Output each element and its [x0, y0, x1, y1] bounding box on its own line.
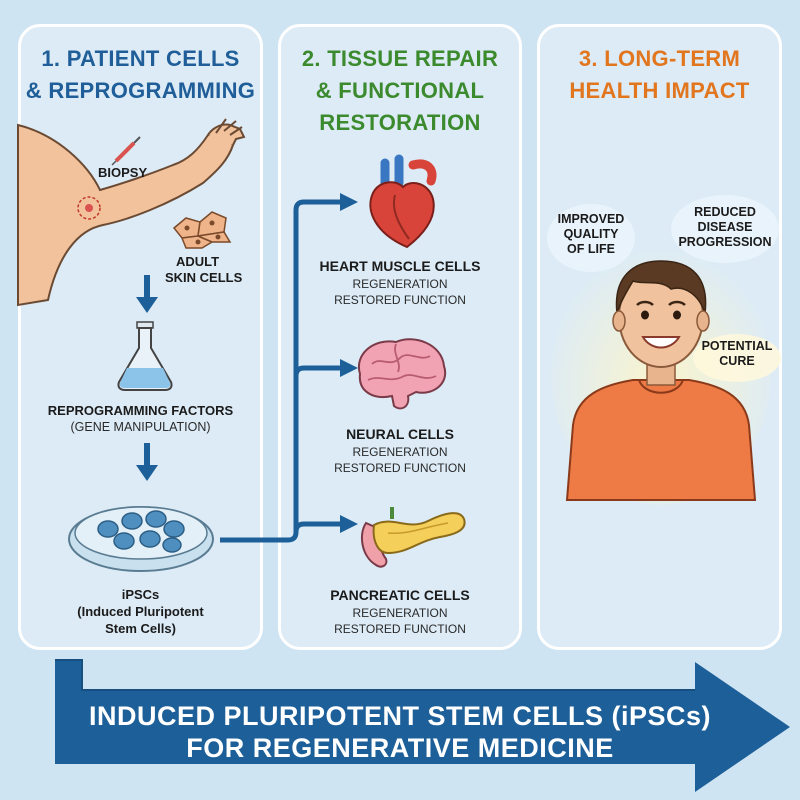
panel2-title-line2: & FUNCTIONAL: [315, 78, 485, 103]
happy-person-illustration: [551, 245, 771, 505]
ipsc-label-line1: iPSCs: [121, 587, 160, 602]
down-arrow-2: [136, 443, 158, 481]
panel1-title-line2: & REPROGRAMMING: [25, 78, 256, 103]
outcome-heart-line2: RESTORED FUNCTION: [334, 293, 466, 307]
heart-icon: [369, 154, 437, 249]
benefit-glow-2: [671, 195, 779, 263]
benefit-disease-line3: PROGRESSION: [678, 235, 772, 249]
outcome-neural-line2: RESTORED FUNCTION: [334, 461, 466, 475]
outcome-pancreatic-title: PANCREATIC CELLS: [330, 587, 470, 603]
arm-illustration: [17, 118, 246, 307]
pancreas-icon: [360, 507, 466, 568]
skin-cells-label-line2: SKIN CELLS: [165, 270, 243, 285]
benefit-glow-3: [693, 334, 781, 382]
outcome-neural-title: NEURAL CELLS: [346, 426, 454, 442]
outcome-neural-line1: REGENERATION: [352, 445, 448, 459]
petri-dish-icon: [68, 506, 214, 572]
branch-arrows: [220, 193, 358, 543]
flask-icon: [117, 321, 173, 391]
outcome-heart-title: HEART MUSCLE CELLS: [319, 258, 481, 274]
gene-manipulation-label: (GENE MANIPULATION): [70, 420, 211, 434]
biopsy-site-icon: [77, 196, 101, 220]
footer-title-line1: INDUCED PLURIPOTENT STEM CELLS (iPSCs): [88, 701, 712, 731]
benefit-disease-line1: REDUCED: [694, 205, 756, 219]
ipsc-label-line2: (Induced Pluripotent: [77, 604, 204, 619]
syringe-icon: [111, 136, 141, 166]
reprogramming-factors-label: REPROGRAMMING FACTORS: [47, 403, 234, 418]
benefit-quality-line1: IMPROVED: [557, 212, 625, 226]
skin-cells-icon: [172, 211, 232, 249]
footer-title-line2: FOR REGENERATIVE MEDICINE: [186, 733, 614, 763]
benefit-quality-line3: OF LIFE: [567, 242, 615, 256]
benefit-cure-line2: CURE: [719, 354, 755, 368]
benefit-quality-line2: QUALITY: [563, 227, 619, 241]
skin-cells-label-line1: ADULT: [176, 254, 220, 269]
down-arrow-1: [136, 275, 158, 313]
brain-icon: [357, 338, 447, 410]
panel1-title-line1: 1. PATIENT CELLS: [41, 46, 240, 71]
panel2-title-line3: RESTORATION: [319, 110, 481, 135]
panel3-title-line1: 3. LONG-TERM: [578, 46, 741, 71]
benefit-cure-line1: POTENTIAL: [701, 339, 773, 353]
outcome-pancreatic-line1: REGENERATION: [352, 606, 448, 620]
benefit-glow-1: [547, 204, 635, 272]
ipsc-label-line3: Stem Cells): [105, 621, 176, 636]
biopsy-label: BIOPSY: [98, 165, 148, 180]
panel3-title-line2: HEALTH IMPACT: [569, 78, 750, 103]
benefit-disease-line2: DISEASE: [697, 220, 753, 234]
panel2-title-line1: 2. TISSUE REPAIR: [301, 46, 499, 71]
outcome-heart-line1: REGENERATION: [352, 277, 448, 291]
outcome-pancreatic-line2: RESTORED FUNCTION: [334, 622, 466, 636]
